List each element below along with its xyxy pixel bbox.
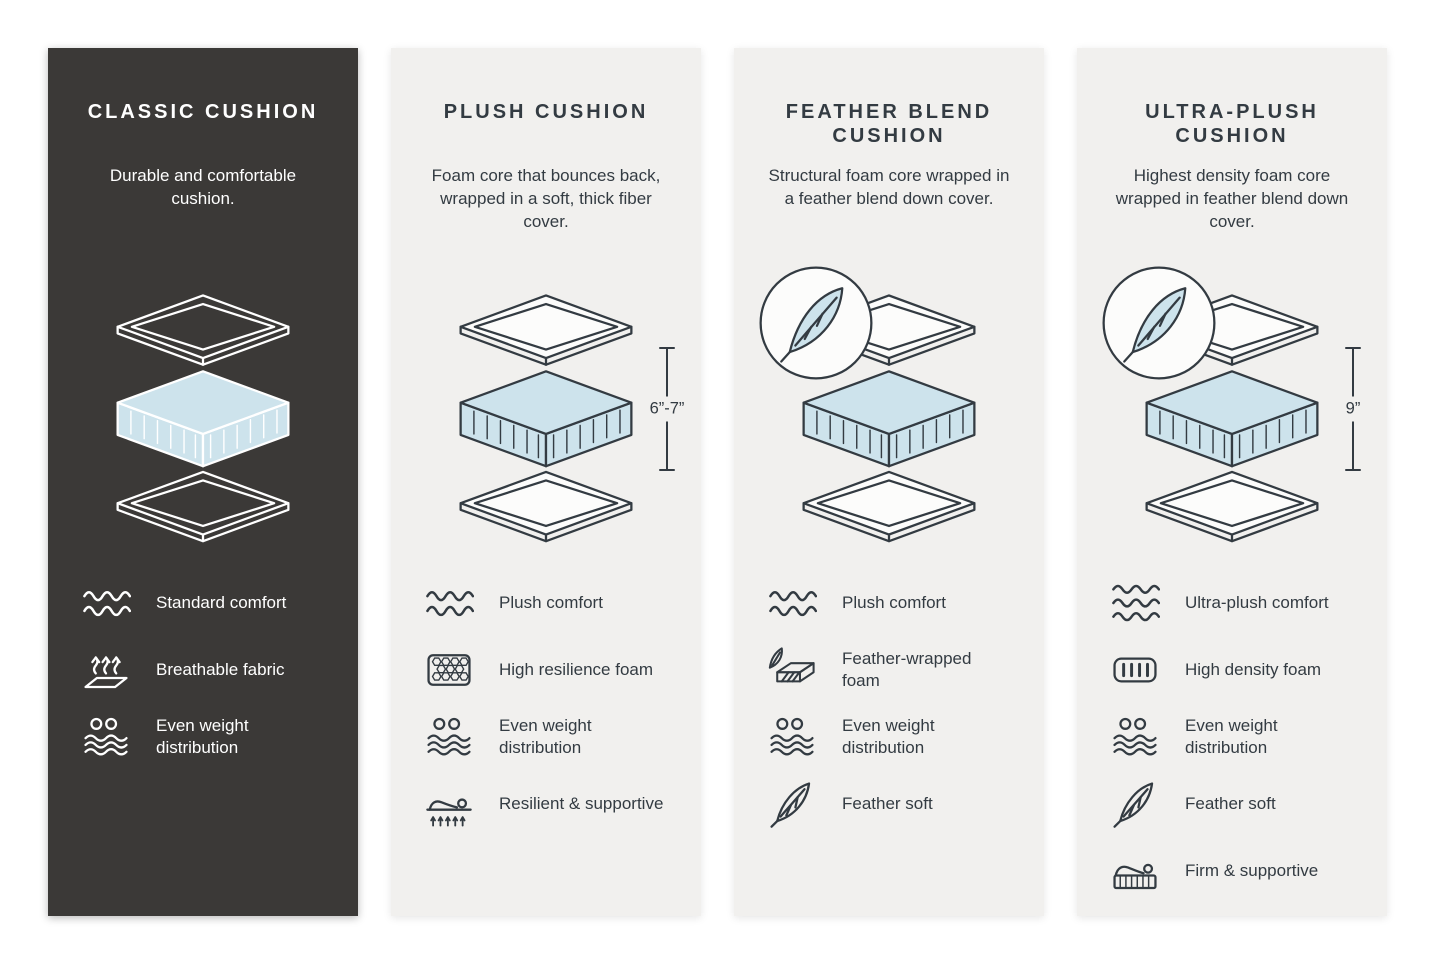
dimension-label: 6”-7”	[647, 396, 687, 422]
feature-row: Plush comfort	[423, 578, 669, 628]
column-feather-blend-cushion: FEATHER BLEND CUSHION Structural foam co…	[734, 48, 1044, 916]
honeycomb-foam-icon	[423, 645, 475, 695]
feature-label: Even weight distribution	[156, 715, 249, 757]
column-description: Foam core that bounces back, wrapped in …	[431, 166, 661, 232]
feature-row: Feather-wrapped foam	[766, 645, 1012, 695]
breathable-fabric-icon	[80, 645, 132, 695]
feature-row: Firm & supportive	[1109, 846, 1355, 896]
column-title: CLASSIC CUSHION	[87, 101, 319, 123]
feature-label: Feather soft	[842, 793, 933, 813]
feature-list: Ultra-plush comfort High density foam Ev…	[1105, 578, 1359, 896]
feature-label: Resilient & supportive	[499, 793, 664, 813]
column-description: Highest density foam core wrapped in fea…	[1115, 166, 1349, 232]
feature-label: Feather-wrapped foam	[842, 648, 972, 690]
feather-badge	[1098, 262, 1220, 384]
cushion-illustration: 6”-7”	[432, 286, 687, 544]
column-title: ULTRA-PLUSH CUSHION	[1145, 101, 1319, 147]
feature-row: Feather soft	[1109, 779, 1355, 829]
feature-row: High density foam	[1109, 645, 1355, 695]
cushion-illustration	[775, 286, 1003, 544]
feature-list: Plush comfort High resilience foam Even …	[419, 578, 673, 829]
feature-label: Standard comfort	[156, 592, 287, 612]
even-weight-icon	[80, 712, 132, 762]
column-classic-cushion: CLASSIC CUSHION Durable and comfortable …	[48, 48, 358, 916]
column-plush-cushion: PLUSH CUSHION Foam core that bounces bac…	[391, 48, 701, 916]
feature-row: Even weight distribution	[423, 712, 669, 762]
cushion-layers-icon	[432, 286, 660, 544]
triple-waves-icon	[1109, 578, 1161, 628]
waves-icon	[80, 578, 132, 628]
even-weight-icon	[423, 712, 475, 762]
cushion-illustration: 9”	[1118, 286, 1363, 544]
feature-label: Even weight distribution	[842, 715, 935, 757]
feature-list: Standard comfort Breathable fabric Even …	[76, 578, 330, 762]
column-ultra-plush-cushion: ULTRA-PLUSH CUSHION Highest density foam…	[1077, 48, 1387, 916]
waves-icon	[423, 578, 475, 628]
cushion-layers-icon	[89, 286, 317, 544]
feature-label: Plush comfort	[499, 592, 603, 612]
feature-label: High density foam	[1185, 659, 1322, 679]
feature-list: Plush comfort Feather-wrapped foam Even …	[762, 578, 1016, 829]
dimension-label: 9”	[1343, 396, 1363, 422]
feather-badge	[755, 262, 877, 384]
feature-row: Even weight distribution	[766, 712, 1012, 762]
feature-row: Breathable fabric	[80, 645, 326, 695]
feather-icon	[755, 262, 877, 384]
feature-label: Feather soft	[1185, 793, 1276, 813]
resilient-supportive-icon	[423, 779, 475, 829]
feature-row: Plush comfort	[766, 578, 1012, 628]
dimension-marker: 6”-7”	[647, 346, 687, 472]
feature-label: Firm & supportive	[1185, 860, 1319, 880]
feature-label: Ultra-plush comfort	[1185, 592, 1329, 612]
waves-icon	[766, 578, 818, 628]
feature-label: Breathable fabric	[156, 659, 285, 679]
feature-row: Standard comfort	[80, 578, 326, 628]
feature-row: Feather soft	[766, 779, 1012, 829]
feature-row: Resilient & supportive	[423, 779, 669, 829]
feather-icon	[1109, 779, 1161, 829]
column-description: Durable and comfortable cushion.	[109, 166, 297, 209]
feature-row: High resilience foam	[423, 645, 669, 695]
feather-wrapped-foam-icon	[766, 645, 818, 695]
column-title: FEATHER BLEND CUSHION	[785, 101, 993, 147]
column-description: Structural foam core wrapped in a feathe…	[768, 166, 1010, 209]
feature-label: Even weight distribution	[1185, 715, 1278, 757]
feature-row: Even weight distribution	[1109, 712, 1355, 762]
firm-supportive-icon	[1109, 846, 1161, 896]
cushion-illustration	[89, 286, 317, 544]
feature-row: Even weight distribution	[80, 712, 326, 762]
feather-icon	[766, 779, 818, 829]
even-weight-icon	[1109, 712, 1161, 762]
column-title: PLUSH CUSHION	[443, 101, 649, 123]
dimension-marker: 9”	[1342, 346, 1364, 472]
even-weight-icon	[766, 712, 818, 762]
feature-label: Even weight distribution	[499, 715, 592, 757]
feature-label: High resilience foam	[499, 659, 654, 679]
feature-label: Plush comfort	[842, 592, 946, 612]
feather-icon	[1098, 262, 1220, 384]
feature-row: Ultra-plush comfort	[1109, 578, 1355, 628]
high-density-foam-icon	[1109, 645, 1161, 695]
